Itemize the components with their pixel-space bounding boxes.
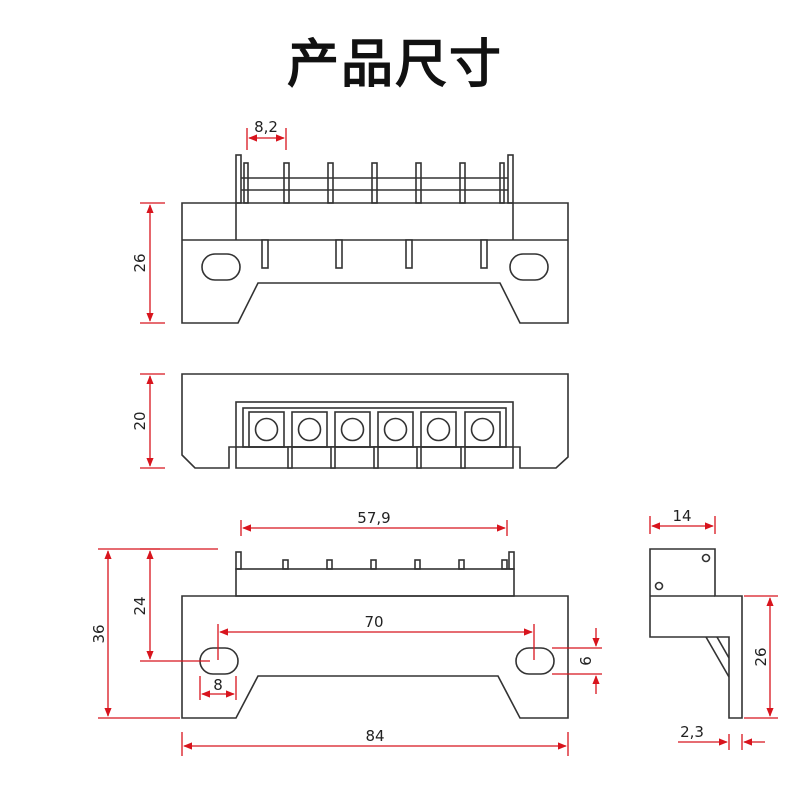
dim-hole-spacing: 70	[217, 613, 535, 660]
svg-text:26: 26	[752, 647, 770, 666]
svg-text:57,9: 57,9	[357, 509, 390, 527]
dim-pin-pitch: 8,2	[246, 118, 287, 150]
svg-text:8,2: 8,2	[254, 118, 278, 136]
svg-text:26: 26	[131, 253, 149, 272]
dim-top-height: 20	[131, 373, 165, 469]
dim-plate-thickness: 2,3	[678, 723, 765, 750]
svg-text:20: 20	[131, 411, 149, 430]
svg-text:6: 6	[577, 656, 595, 666]
dim-inner-width: 57,9	[240, 509, 508, 536]
front-view	[181, 154, 569, 324]
dim-front-height: 26	[131, 202, 165, 324]
dim-side-height: 26	[744, 595, 778, 719]
dim-side-width: 14	[649, 507, 716, 534]
mounting-hole-left	[201, 253, 241, 281]
svg-text:24: 24	[131, 596, 149, 615]
front-view-pins	[235, 154, 514, 204]
svg-text:14: 14	[672, 507, 691, 525]
svg-text:2,3: 2,3	[680, 723, 704, 741]
svg-text:36: 36	[90, 624, 108, 643]
dim-total-height: 36	[90, 548, 218, 719]
top-view	[181, 373, 569, 469]
dim-hole-height: 6	[552, 628, 602, 694]
dim-total-width: 84	[181, 727, 569, 756]
terminal-screws	[248, 411, 501, 448]
dimensioned-front-view	[181, 551, 569, 719]
side-view	[649, 548, 743, 719]
dim-hole-width: 8	[199, 676, 237, 700]
mounting-hole-right	[509, 253, 549, 281]
dim-base-height: 24	[131, 548, 210, 662]
page-title: 产品尺寸	[286, 35, 503, 95]
svg-text:84: 84	[365, 727, 384, 745]
svg-text:8: 8	[213, 676, 223, 694]
svg-text:70: 70	[364, 613, 383, 631]
